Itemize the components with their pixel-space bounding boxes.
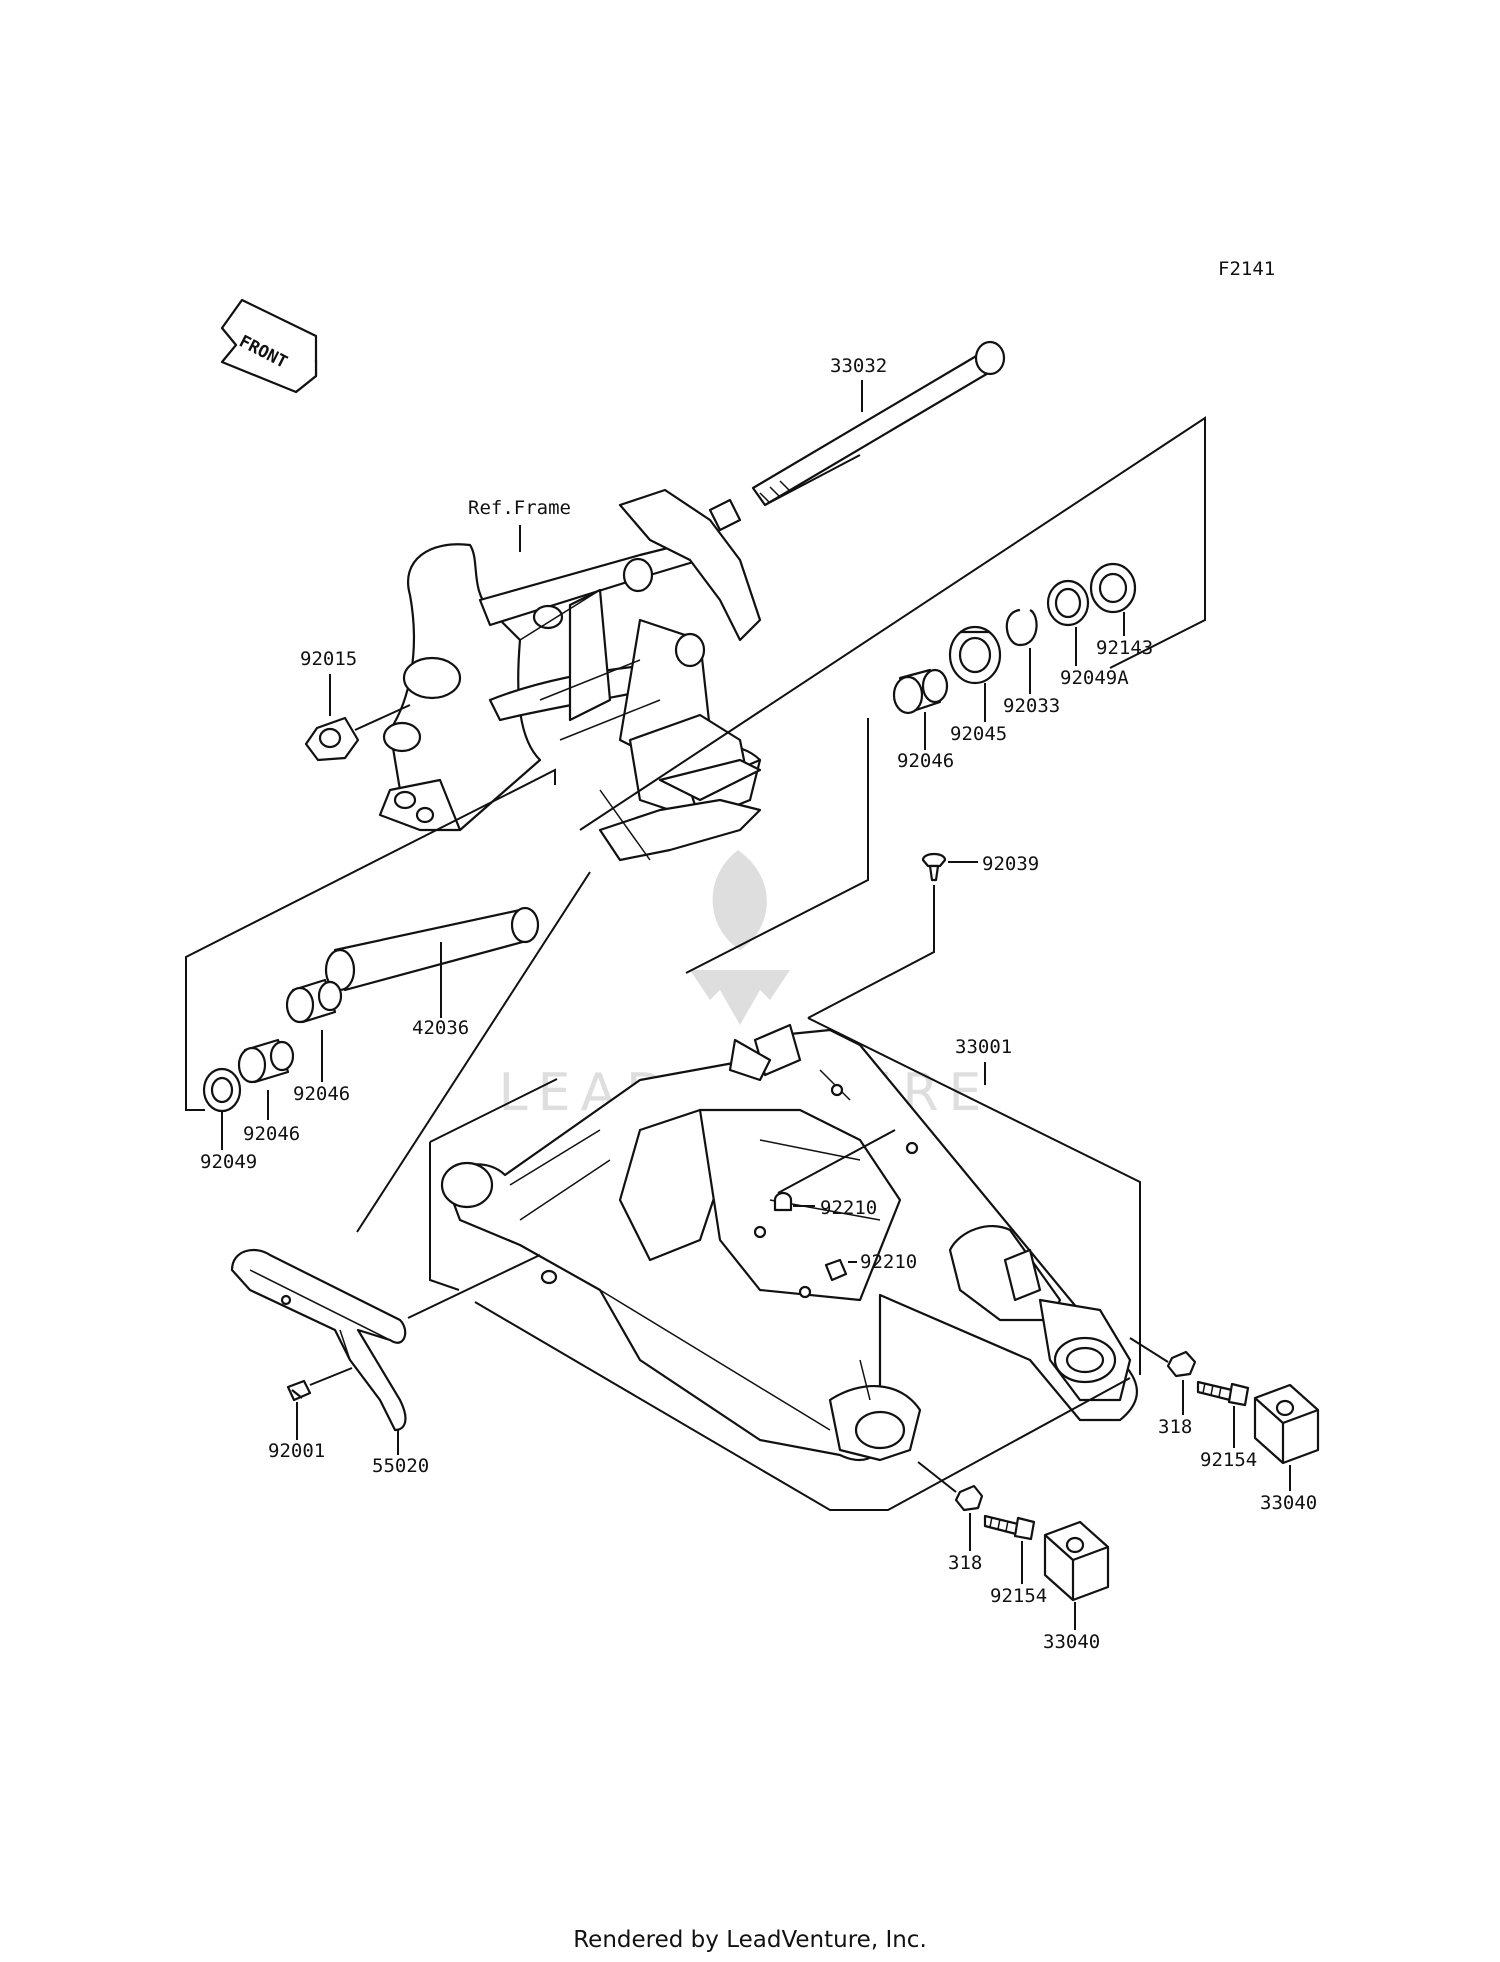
bolt-part-92001 xyxy=(286,1379,312,1402)
label-92015: 92015 xyxy=(300,648,357,670)
label-33001: 33001 xyxy=(955,1036,1012,1058)
label-33032: 33032 xyxy=(830,355,887,377)
label-55020: 55020 xyxy=(372,1455,429,1477)
bolt-part-92154-a xyxy=(1196,1380,1250,1407)
front-arrow-icon: FRONT xyxy=(220,298,318,394)
label-92039: 92039 xyxy=(982,853,1039,875)
ref-frame-label: Ref.Frame xyxy=(468,497,571,519)
seal-part-92143 xyxy=(1089,562,1137,614)
label-92049a: 92049A xyxy=(1060,667,1129,689)
label-318-a: 318 xyxy=(1158,1416,1192,1438)
circlip-part-92033 xyxy=(1005,608,1038,647)
bearing-part-92045 xyxy=(948,625,1002,685)
grease-nipple-part-92039 xyxy=(921,852,947,882)
plug-part-92210-a xyxy=(773,1191,793,1212)
pivot-shaft-part-33032 xyxy=(751,340,1006,507)
adjuster-block-part-33040-a xyxy=(1253,1383,1320,1465)
adjuster-block-part-33040-b xyxy=(1043,1520,1110,1602)
watermark-logo-icon xyxy=(690,970,790,1025)
watermark-flame-icon xyxy=(712,850,767,950)
label-92046-a: 92046 xyxy=(293,1083,350,1105)
label-92210-b: 92210 xyxy=(860,1251,917,1273)
ref-frame-part xyxy=(378,488,762,862)
label-92001: 92001 xyxy=(268,1440,325,1462)
label-92154-b: 92154 xyxy=(990,1585,1047,1607)
plug-part-92210-b xyxy=(824,1258,848,1282)
collar-part-92049 xyxy=(202,1067,242,1113)
bolt-part-92154-b xyxy=(983,1514,1036,1541)
label-92154-a: 92154 xyxy=(1200,1449,1257,1471)
footer-credit: Rendered by LeadVenture, Inc. xyxy=(573,1927,927,1953)
chain-guard-part-55020 xyxy=(230,1248,407,1432)
label-92045: 92045 xyxy=(950,723,1007,745)
nut-part-92015 xyxy=(304,716,360,762)
label-92046-top: 92046 xyxy=(897,750,954,772)
nut-part-318-b xyxy=(954,1484,984,1512)
needle-bearing-part-92046-a xyxy=(285,978,343,1024)
label-318-b: 318 xyxy=(948,1552,982,1574)
needle-bearing-part-92046-top xyxy=(892,668,949,715)
label-92049: 92049 xyxy=(200,1151,257,1173)
figure-code: F2141 xyxy=(1218,258,1275,280)
collar-part-92049a xyxy=(1046,579,1090,627)
nut-part-318-a xyxy=(1166,1350,1197,1378)
label-33040-b: 33040 xyxy=(1043,1631,1100,1653)
label-92033: 92033 xyxy=(1003,695,1060,717)
label-42036: 42036 xyxy=(412,1017,469,1039)
label-92210-a: 92210 xyxy=(820,1197,877,1219)
label-92046-b: 92046 xyxy=(243,1123,300,1145)
sleeve-part-42036 xyxy=(324,906,540,992)
label-33040-a: 33040 xyxy=(1260,1492,1317,1514)
label-92143: 92143 xyxy=(1096,637,1153,659)
needle-bearing-part-92046-b xyxy=(237,1038,295,1084)
